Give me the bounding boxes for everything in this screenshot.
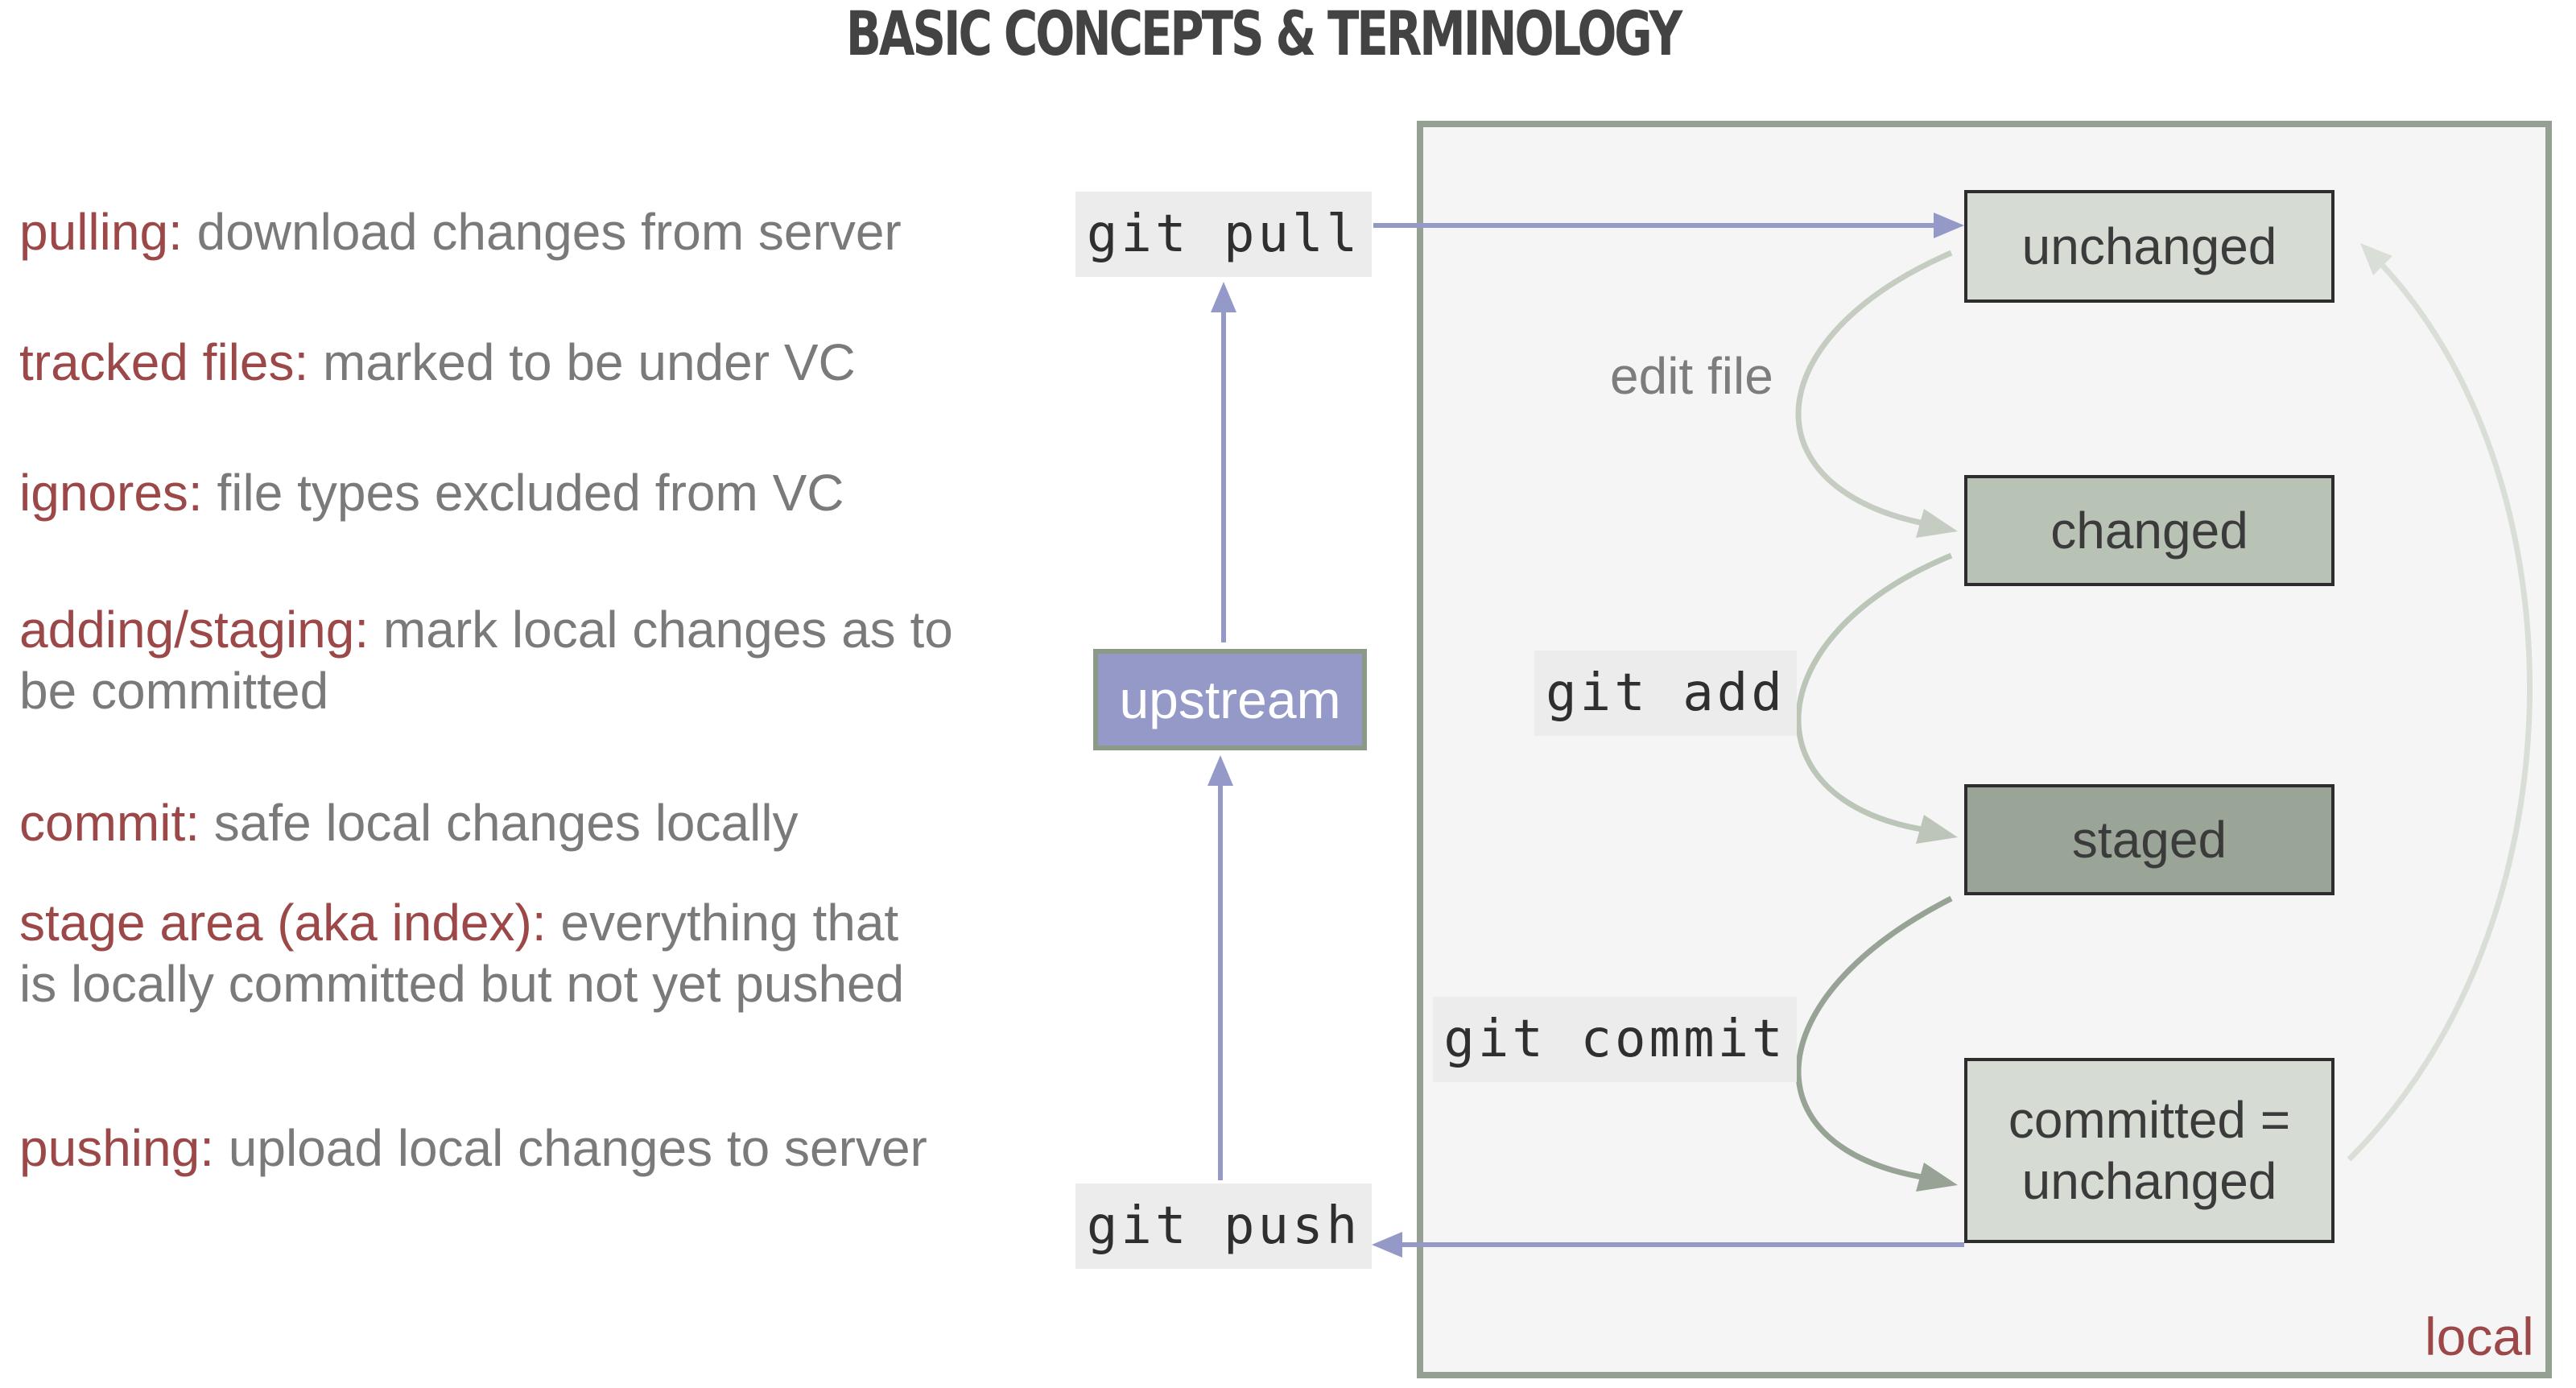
term-ignores: ignores: file types excluded from VC [19,462,1018,523]
term-desc: download changes from server [182,203,902,261]
committed-to-unchanged-arrowhead [2360,243,2392,275]
pull-arrowhead [1934,213,1964,238]
page-title: BASIC CONCEPTS & TERMINOLOGY [845,0,1682,69]
term-key: tracked files: [19,333,309,391]
term-desc: mark local changes as to be committed [19,601,953,720]
term-key: ignores: [19,464,203,522]
edit-file-label: edit file [1610,347,1773,405]
git-add-arrowhead [1916,815,1958,844]
git-add-arrow [1795,552,1953,834]
upstream-to-pull-arrowhead [1211,282,1236,312]
committed-to-unchanged-arrow [2347,263,2533,1162]
git-add-command: git add [1534,651,1797,736]
state-staged: staged [1964,784,2334,895]
edit-file-arrowhead [1916,509,1958,538]
term-pushing: pushing: upload local changes to server [19,1117,1018,1179]
state-unchanged: unchanged [1964,190,2334,303]
git-commit-command: git commit [1433,997,1797,1082]
term-adding-staging: adding/staging: mark local changes as to… [19,599,1018,721]
state-committed: committed = unchanged [1964,1058,2334,1243]
term-desc: file types excluded from VC [202,464,844,522]
term-desc: everything that is locally committed but… [19,894,905,1013]
git-commit-arrow [1795,895,1953,1182]
term-desc: upload local changes to server [213,1119,927,1177]
upstream-node: upstream [1093,649,1367,750]
local-label: local [2425,1307,2534,1366]
term-key: commit: [19,794,200,852]
git-push-command: git push [1075,1184,1372,1269]
term-tracked-files: tracked files: marked to be under VC [19,332,1018,393]
git-commit-arrowhead [1916,1163,1958,1192]
term-desc: marked to be under VC [308,333,856,391]
term-commit: commit: safe local changes locally [19,792,1018,853]
term-pulling: pulling: download changes from server [19,201,1018,262]
term-stage-area: stage area (aka index): everything that … [19,892,921,1014]
push-arrowhead [1372,1232,1402,1258]
push-to-upstream-arrowhead [1208,755,1233,786]
term-desc: safe local changes locally [200,794,799,852]
state-changed: changed [1964,475,2334,586]
git-pull-command: git pull [1075,192,1372,277]
term-key: adding/staging: [19,601,369,659]
term-key: pushing: [19,1119,214,1177]
term-key: stage area (aka index): [19,894,547,952]
edit-file-arrow [1795,250,1953,528]
term-key: pulling: [19,203,183,261]
